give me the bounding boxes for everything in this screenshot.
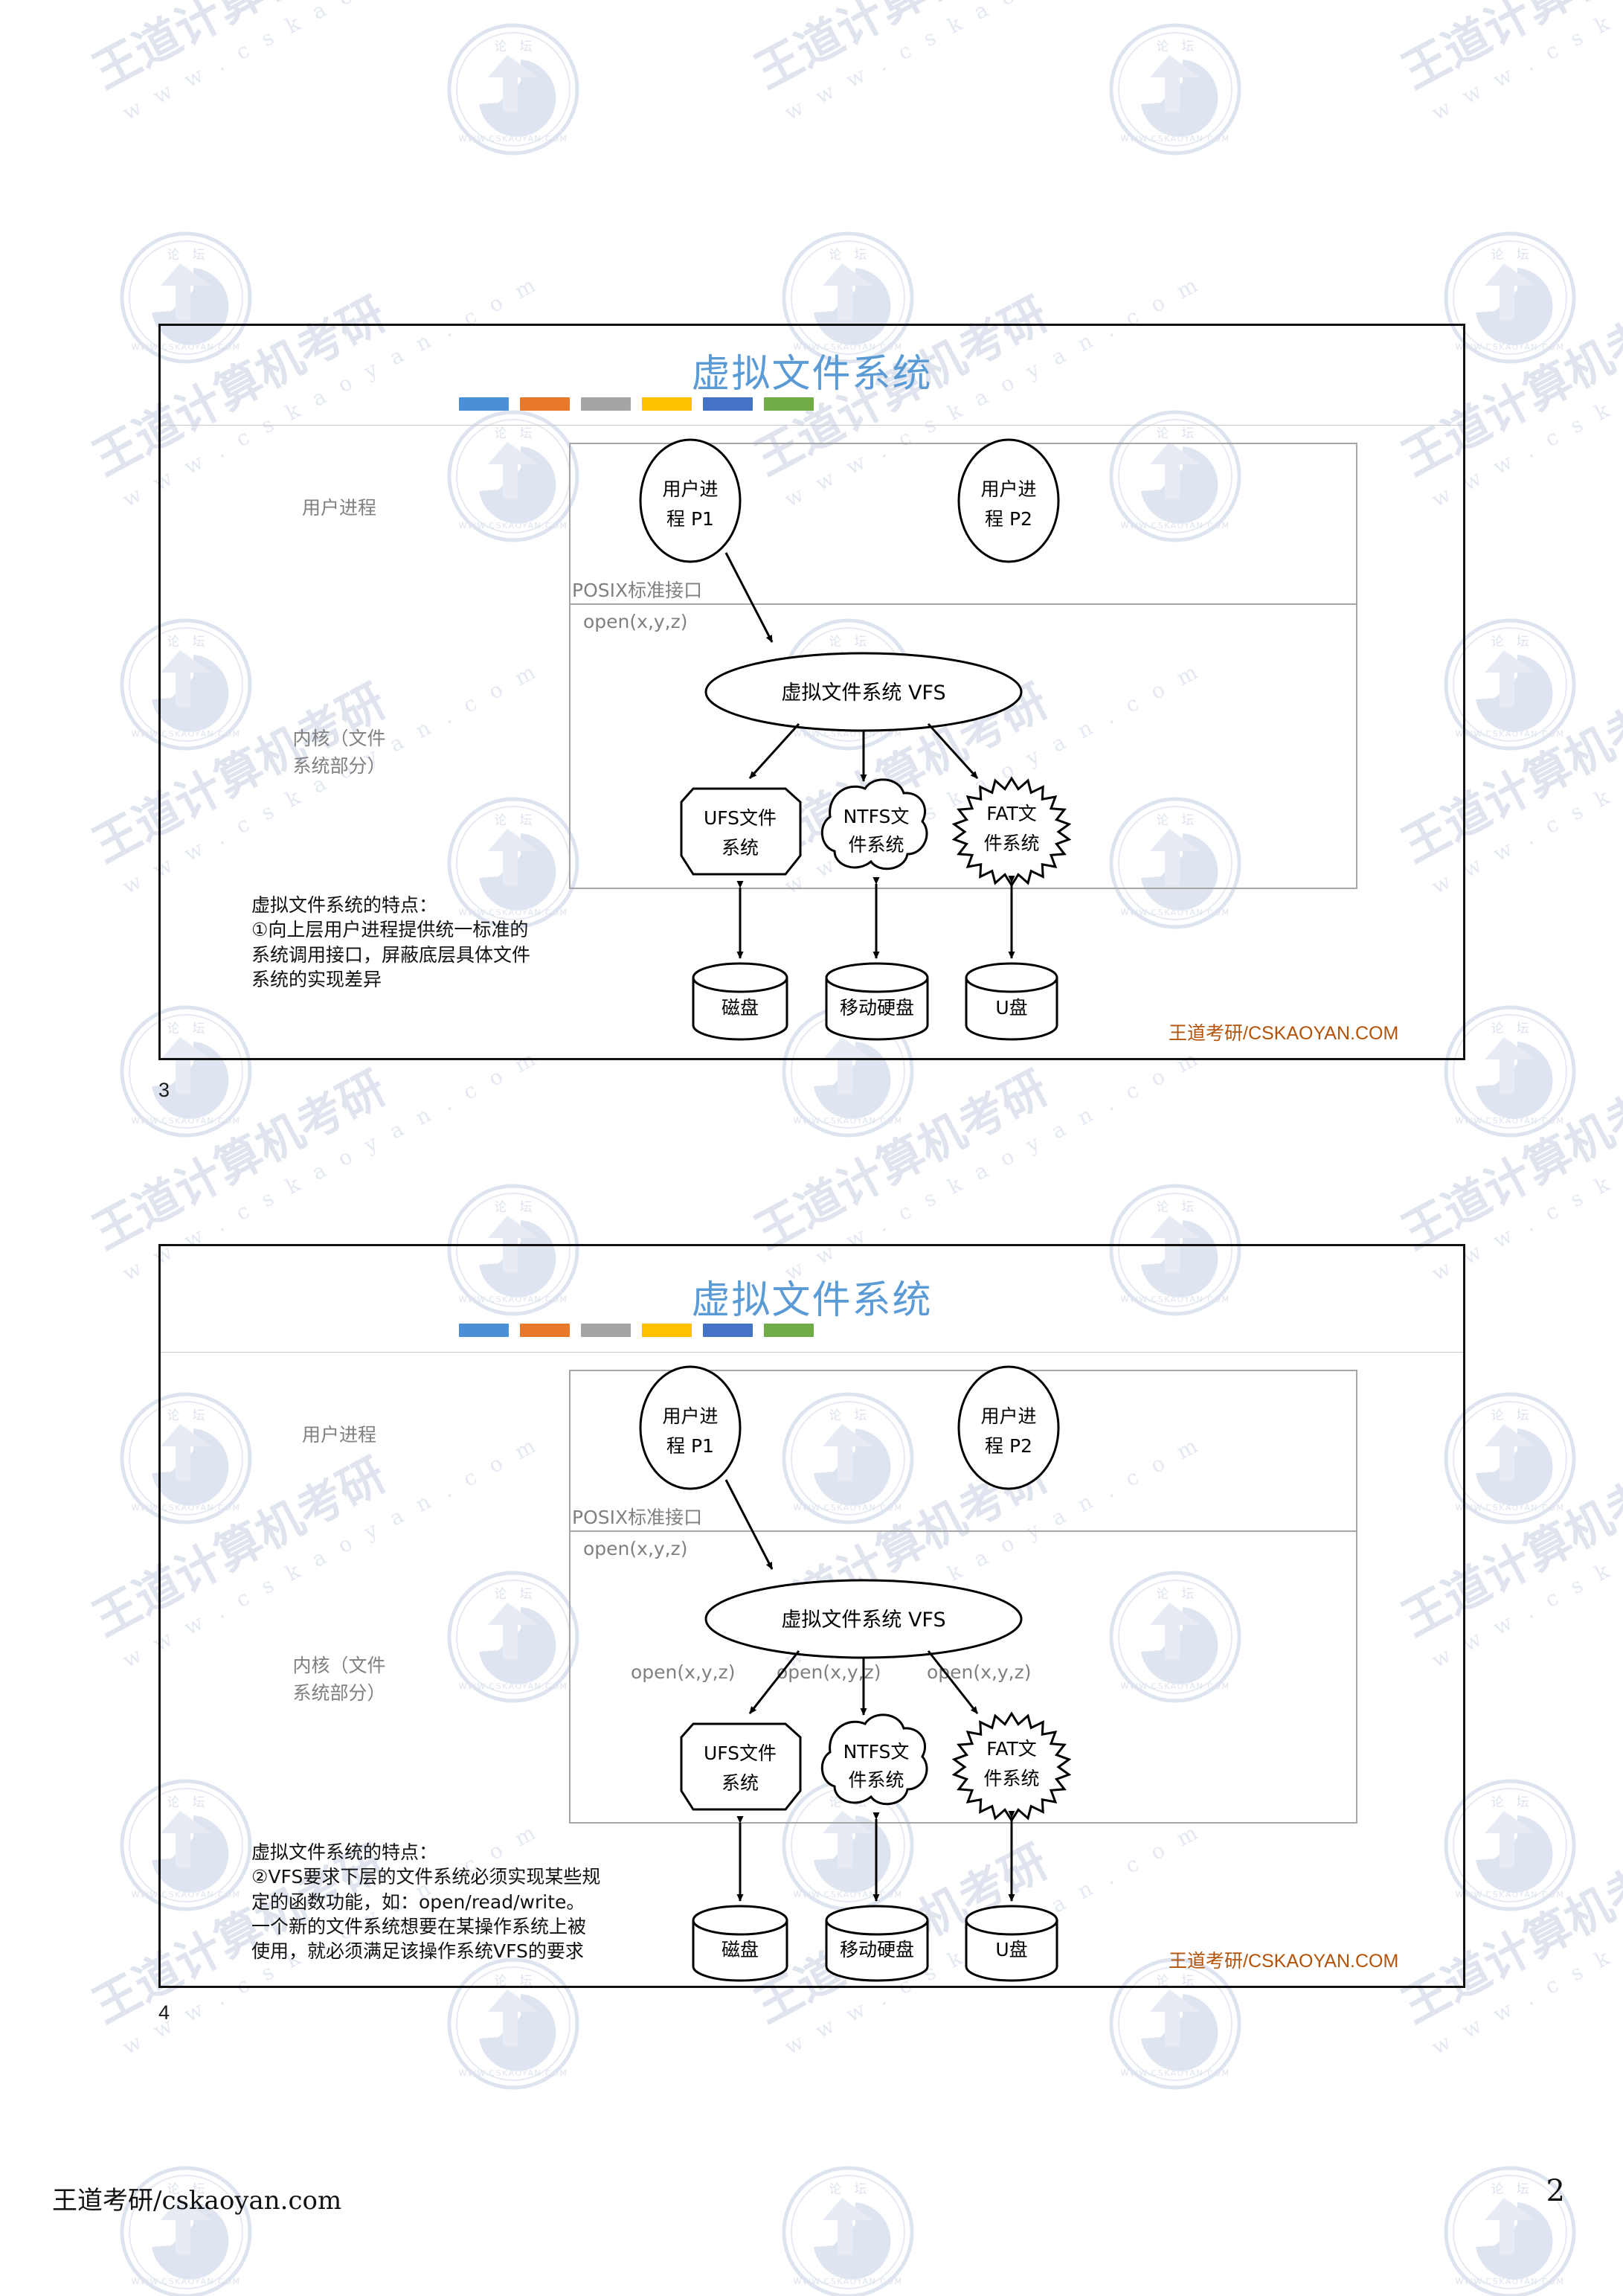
slide-number-3: 3 [158,1079,170,1101]
device-udisk-label: U盘 [995,1939,1027,1960]
ufs-filesystem-shape [680,787,802,876]
posix-interface-label: POSIX标准接口 [572,580,703,601]
title-color-bar [459,1324,814,1337]
fat-label-line2: 件系统 [983,1768,1039,1789]
vfs-label: 虚拟文件系统 VFS [781,1609,945,1632]
slide-note: 虚拟文件系统的特点： ②VFS要求下层的文件系统必须实现某些规 定的函数功能，如… [251,1841,601,1962]
open-call-label-ufs: open(x,y,z) [631,1661,736,1683]
color-chip-yellow [642,1324,692,1337]
color-chip-darkblue [703,397,753,411]
process-p2-line2: 程 P2 [985,508,1032,530]
process-p2-shape [957,1365,1060,1490]
fat-label-line2: 件系统 [983,833,1039,854]
slide-frame-4: 虚拟文件系统 用户进程 内核（文件 系统部分） POSIX标准接口 open(x… [158,1244,1465,1988]
process-p1-line1: 用户进 [662,1405,718,1427]
arrow-vfs-to-ufs [748,722,800,780]
process-p2-line1: 用户进 [980,1405,1036,1427]
ntfs-label-line2: 件系统 [848,1769,904,1791]
fat-filesystem-shape [951,776,1072,888]
color-chip-darkblue [703,1324,753,1337]
arrow-vfs-to-fat [927,722,979,780]
arrow-p1-to-vfs [724,1479,774,1570]
color-chip-blue [459,1324,509,1337]
region-label-kernel-line2: 系统部分） [292,1682,386,1704]
page-footer-brand: 王道考研/cskaoyan.com [52,2186,342,2216]
ufs-label-line1: UFS文件 [704,1742,777,1764]
device-disk-label: 磁盘 [721,1939,759,1960]
open-call-label: open(x,y,z) [583,1538,688,1559]
arrow-p1-to-vfs [724,552,774,643]
fat-label-line1: FAT文 [986,803,1037,824]
process-p2-line1: 用户进 [980,478,1036,500]
vfs-label: 虚拟文件系统 VFS [781,682,945,705]
ufs-label-line2: 系统 [721,837,759,859]
slide-footer-brand: 王道考研/CSKAOYAN.COM [1169,1023,1399,1044]
ntfs-label-line1: NTFS文 [843,806,910,827]
device-udisk-label: U盘 [995,997,1027,1019]
open-call-label: open(x,y,z) [583,611,688,632]
process-p1-line2: 程 P1 [666,1435,714,1457]
color-chip-gray [581,1324,631,1337]
color-chip-green [764,1324,814,1337]
slide-footer-brand: 王道考研/CSKAOYAN.COM [1169,1951,1399,1972]
process-p2-shape [957,438,1060,563]
title-divider-rule [161,1352,1463,1353]
device-disk-label: 磁盘 [721,997,759,1019]
ntfs-label-line2: 件系统 [848,834,904,856]
process-p1-shape [639,1365,742,1490]
process-p1-line1: 用户进 [662,478,718,500]
color-chip-orange [520,1324,570,1337]
process-p1-shape [639,438,742,563]
fat-filesystem-shape [951,1711,1072,1823]
ufs-label-line1: UFS文件 [704,807,777,829]
slide-number-4: 4 [158,2001,170,2024]
slide-frame-3: 虚拟文件系统 用户进程 内核（文件 系统部分） POSIX标准接口 open(x… [158,324,1465,1060]
device-mobile-disk-label: 移动硬盘 [840,1939,914,1960]
process-p2-line2: 程 P2 [985,1435,1032,1457]
page-number: 2 [1546,2174,1565,2208]
arrow-vfs-to-ufs [748,1650,800,1714]
fat-label-line1: FAT文 [986,1738,1037,1760]
ufs-filesystem-shape [680,1722,802,1811]
posix-interface-label: POSIX标准接口 [572,1507,703,1528]
device-disk-shape [692,962,788,1041]
device-mobile-disk-label: 移动硬盘 [840,997,914,1019]
process-p1-line2: 程 P1 [666,508,714,530]
ntfs-label-line1: NTFS文 [843,1741,910,1763]
ufs-label-line2: 系统 [721,1772,759,1794]
color-chip-yellow [642,397,692,411]
arrow-vfs-to-fat [927,1650,979,1714]
slide-note: 虚拟文件系统的特点： ①向上层用户进程提供统一标准的 系统调用接口，屏蔽底层具体… [251,894,531,990]
color-chip-gray [581,397,631,411]
